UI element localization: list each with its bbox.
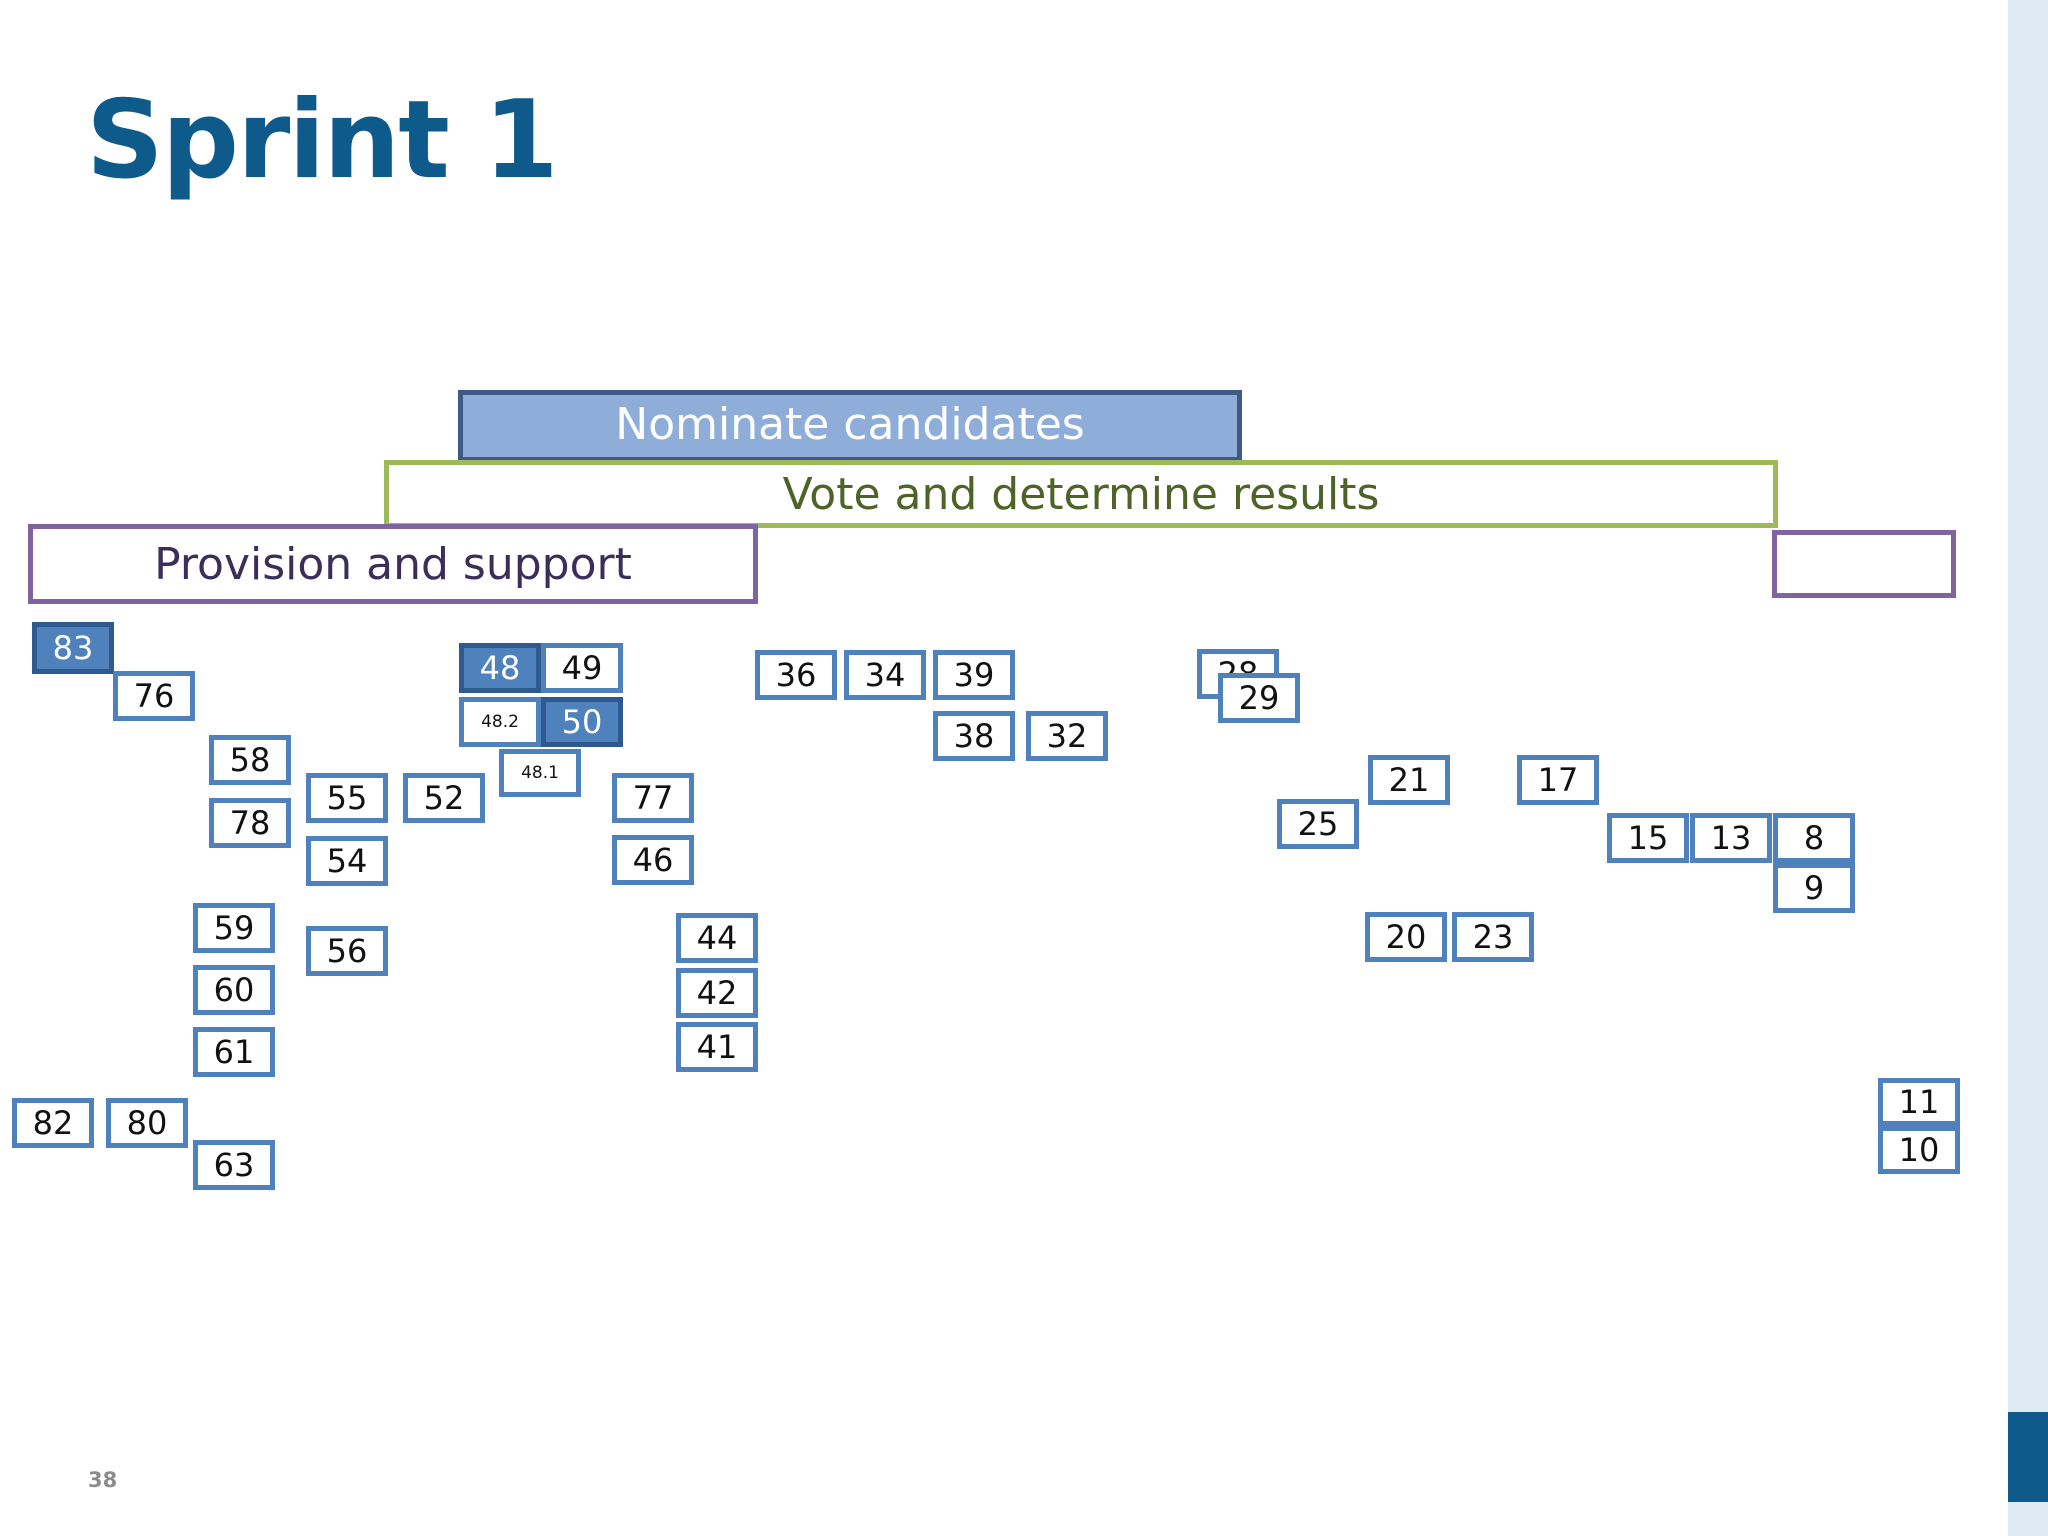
story-card-63[interactable]: 63 <box>193 1140 275 1190</box>
story-card-58[interactable]: 58 <box>209 735 291 785</box>
story-card-25[interactable]: 25 <box>1277 799 1359 849</box>
story-card-8[interactable]: 8 <box>1773 813 1855 863</box>
band-nominate-candidates: Nominate candidates <box>458 390 1242 462</box>
story-card-46[interactable]: 46 <box>612 835 694 885</box>
story-card-38[interactable]: 38 <box>933 711 1015 761</box>
story-card-49[interactable]: 49 <box>541 643 623 693</box>
page-number: 38 <box>88 1468 118 1492</box>
slide-sidebar-accent <box>2008 1412 2048 1502</box>
story-card-42[interactable]: 42 <box>676 968 758 1018</box>
story-card-52[interactable]: 52 <box>403 773 485 823</box>
story-card-48[interactable]: 48 <box>459 643 541 693</box>
story-card-15[interactable]: 15 <box>1607 813 1689 863</box>
story-card-80[interactable]: 80 <box>106 1098 188 1148</box>
story-card-77[interactable]: 77 <box>612 773 694 823</box>
story-card-76[interactable]: 76 <box>113 671 195 721</box>
story-card-83[interactable]: 83 <box>32 622 114 674</box>
story-card-50[interactable]: 50 <box>541 697 623 747</box>
story-card-48-2[interactable]: 48.2 <box>459 697 541 747</box>
story-card-17[interactable]: 17 <box>1517 755 1599 805</box>
story-card-61[interactable]: 61 <box>193 1027 275 1077</box>
story-card-29[interactable]: 29 <box>1218 673 1300 723</box>
story-card-36[interactable]: 36 <box>755 650 837 700</box>
story-card-11[interactable]: 11 <box>1878 1078 1960 1126</box>
story-card-59[interactable]: 59 <box>193 903 275 953</box>
story-card-34[interactable]: 34 <box>844 650 926 700</box>
story-card-13[interactable]: 13 <box>1690 813 1772 863</box>
story-card-9[interactable]: 9 <box>1773 863 1855 913</box>
story-card-32[interactable]: 32 <box>1026 711 1108 761</box>
story-card-48-1[interactable]: 48.1 <box>499 749 581 797</box>
story-card-41[interactable]: 41 <box>676 1022 758 1072</box>
story-card-44[interactable]: 44 <box>676 913 758 963</box>
band-empty <box>1772 530 1956 598</box>
story-card-21[interactable]: 21 <box>1368 755 1450 805</box>
band-provision-and-support: Provision and support <box>28 524 758 604</box>
band-vote-and-determine-results: Vote and determine results <box>384 460 1778 528</box>
story-card-54[interactable]: 54 <box>306 836 388 886</box>
story-card-39[interactable]: 39 <box>933 650 1015 700</box>
story-card-78[interactable]: 78 <box>209 798 291 848</box>
story-card-60[interactable]: 60 <box>193 965 275 1015</box>
story-card-82[interactable]: 82 <box>12 1098 94 1148</box>
slide-sidebar <box>2008 0 2048 1536</box>
story-card-55[interactable]: 55 <box>306 773 388 823</box>
story-card-20[interactable]: 20 <box>1365 912 1447 962</box>
story-card-10[interactable]: 10 <box>1878 1126 1960 1174</box>
story-card-56[interactable]: 56 <box>306 926 388 976</box>
slide-title: Sprint 1 <box>86 78 559 203</box>
story-card-23[interactable]: 23 <box>1452 912 1534 962</box>
